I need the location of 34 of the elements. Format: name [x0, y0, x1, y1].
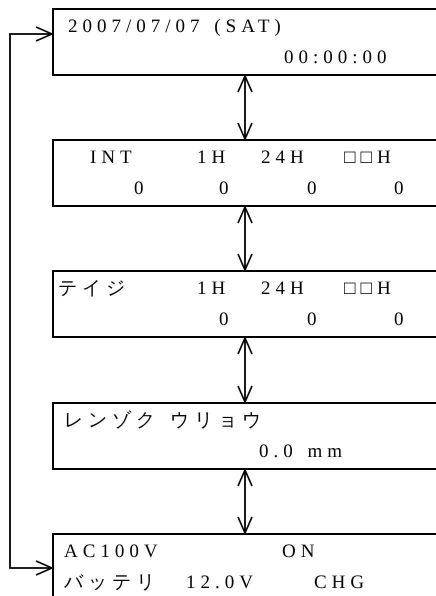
display-text: 1H — [197, 278, 230, 300]
arrow — [237, 337, 253, 403]
display-text: 1H — [197, 147, 230, 169]
display-text: 24H — [261, 147, 309, 169]
display-text: □□H — [344, 278, 396, 300]
display-screen — [52, 533, 436, 596]
display-text: レンゾク ウリョウ — [64, 410, 266, 432]
display-text: CHG — [314, 572, 370, 594]
display-screen — [52, 139, 436, 207]
display-screen — [52, 8, 436, 76]
display-screen — [52, 402, 436, 470]
display-text: 00:00:00 — [284, 47, 392, 69]
display-text: 24H — [261, 278, 309, 300]
display-text: 0 — [134, 178, 148, 200]
display-text: 12.0V — [186, 572, 258, 594]
display-text: □□H — [344, 147, 396, 169]
display-text: AC100V — [64, 541, 163, 563]
display-text: 0 — [394, 309, 408, 331]
arrow — [237, 469, 253, 534]
display-text: 0 — [219, 178, 234, 200]
display-text: テイジ — [58, 278, 130, 300]
display-text: 0 — [307, 309, 322, 331]
arrow — [9, 26, 53, 576]
display-text: 0 — [219, 309, 234, 331]
display-text: 0 — [307, 178, 322, 200]
display-text: 2007/07/07 (SAT) — [68, 16, 286, 38]
arrow — [237, 75, 253, 140]
display-text: 0.0 mm — [259, 441, 348, 463]
display-text: INT — [90, 147, 137, 169]
display-screen — [52, 270, 436, 338]
arrow — [237, 206, 253, 271]
display-text: バッテリ — [64, 572, 160, 594]
display-text: ON — [282, 541, 320, 563]
display-text: 0 — [394, 178, 408, 200]
